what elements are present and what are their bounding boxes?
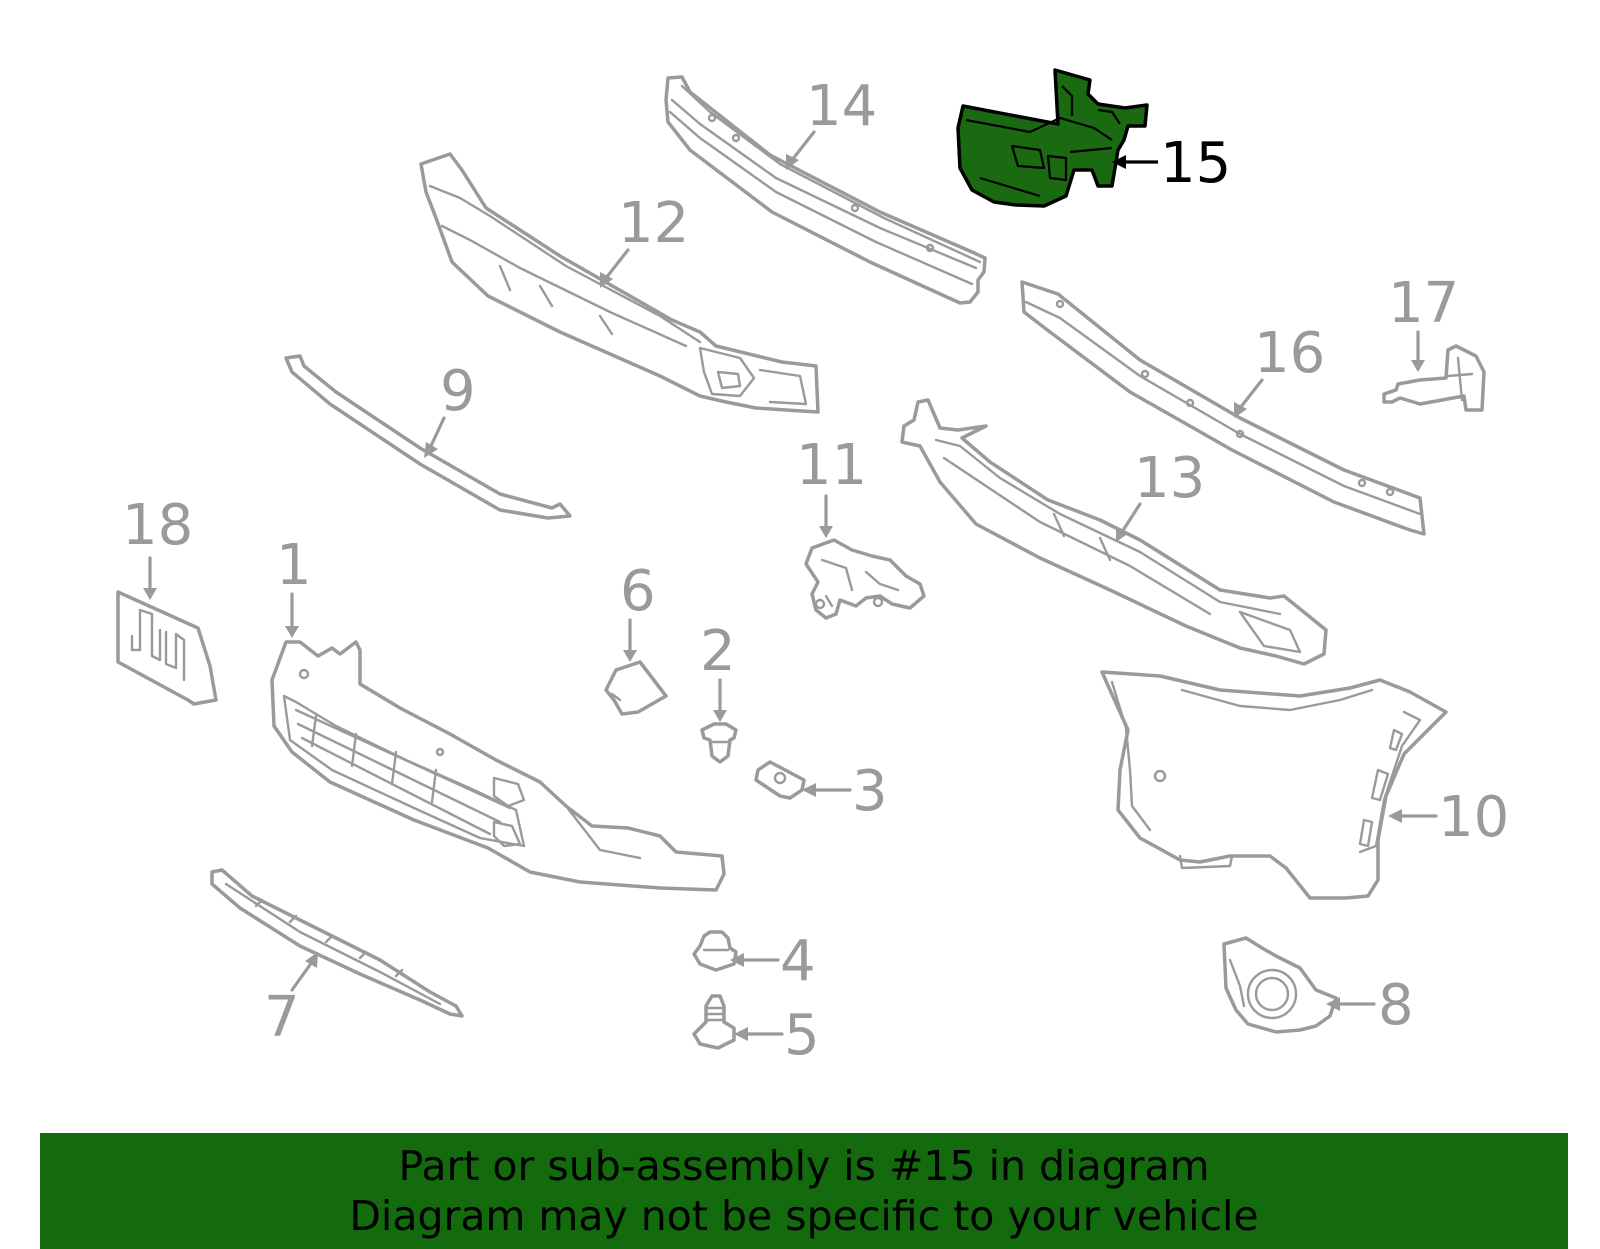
part-7-lower-grille-strip[interactable] [210,868,464,1018]
svg-text:18: 18 [122,493,193,558]
callout-3: 3 [802,759,888,824]
svg-text:9: 9 [440,359,476,424]
part-1-bumper-cover[interactable] [270,640,726,892]
callout-12: 12 [600,191,689,288]
banner-line-disclaimer: Diagram may not be specific to your vehi… [349,1192,1259,1240]
callout-7: 7 [264,952,318,1050]
svg-text:7: 7 [264,985,300,1050]
callout-16: 16 [1234,321,1325,418]
part-16-lower-reinforcement[interactable] [1020,280,1426,536]
part-14-upper-reinforcement[interactable] [664,75,987,305]
svg-text:12: 12 [618,191,689,256]
svg-text:3: 3 [852,759,888,824]
callout-17: 17 [1388,271,1459,372]
part-5-bolt[interactable] [692,994,736,1050]
svg-text:8: 8 [1378,973,1414,1038]
callout-6: 6 [620,559,656,662]
svg-text:4: 4 [780,929,816,994]
svg-text:13: 13 [1134,446,1205,511]
svg-text:15: 15 [1160,131,1231,196]
part-9-trim-strip[interactable] [284,354,572,520]
callout-10: 10 [1388,785,1509,850]
svg-text:6: 6 [620,559,656,624]
callout-11: 11 [796,433,867,538]
callout-1: 1 [276,533,312,638]
part-10-side-bumper[interactable] [1100,670,1448,900]
svg-text:11: 11 [796,433,867,498]
part-12-upper-absorber[interactable] [419,152,820,414]
part-3-nut-clip[interactable] [754,760,806,800]
part-17-small-bracket[interactable] [1382,344,1486,412]
callout-14: 14 [786,74,877,170]
banner-line-part-number: Part or sub-assembly is #15 in diagram [398,1142,1210,1190]
callout-2: 2 [700,619,736,722]
svg-text:16: 16 [1254,321,1325,386]
part-6-cap[interactable] [604,660,668,716]
part-11-bracket[interactable] [804,538,926,620]
svg-text:2: 2 [700,619,736,684]
callout-18: 18 [122,493,193,600]
part-2-push-clip[interactable] [700,722,738,764]
callout-5: 5 [734,1003,820,1068]
part-15-bracket-highlighted[interactable] [956,68,1149,208]
info-banner: Part or sub-assembly is #15 in diagram D… [40,1133,1568,1249]
svg-text:1: 1 [276,533,312,598]
part-13-lower-absorber[interactable] [900,398,1328,666]
svg-text:10: 10 [1438,785,1509,850]
svg-text:17: 17 [1388,271,1459,336]
svg-text:5: 5 [784,1003,820,1068]
part-18-license-bracket[interactable] [116,590,218,706]
part-4-retainer[interactable] [692,930,738,972]
callout-4: 4 [730,929,816,994]
callout-8: 8 [1326,973,1414,1038]
part-8-fog-lamp-bezel[interactable] [1222,936,1338,1034]
callout-15: 15 [1112,131,1231,196]
callout-13: 13 [1116,446,1205,542]
svg-text:14: 14 [806,74,877,139]
callout-9: 9 [424,359,476,458]
